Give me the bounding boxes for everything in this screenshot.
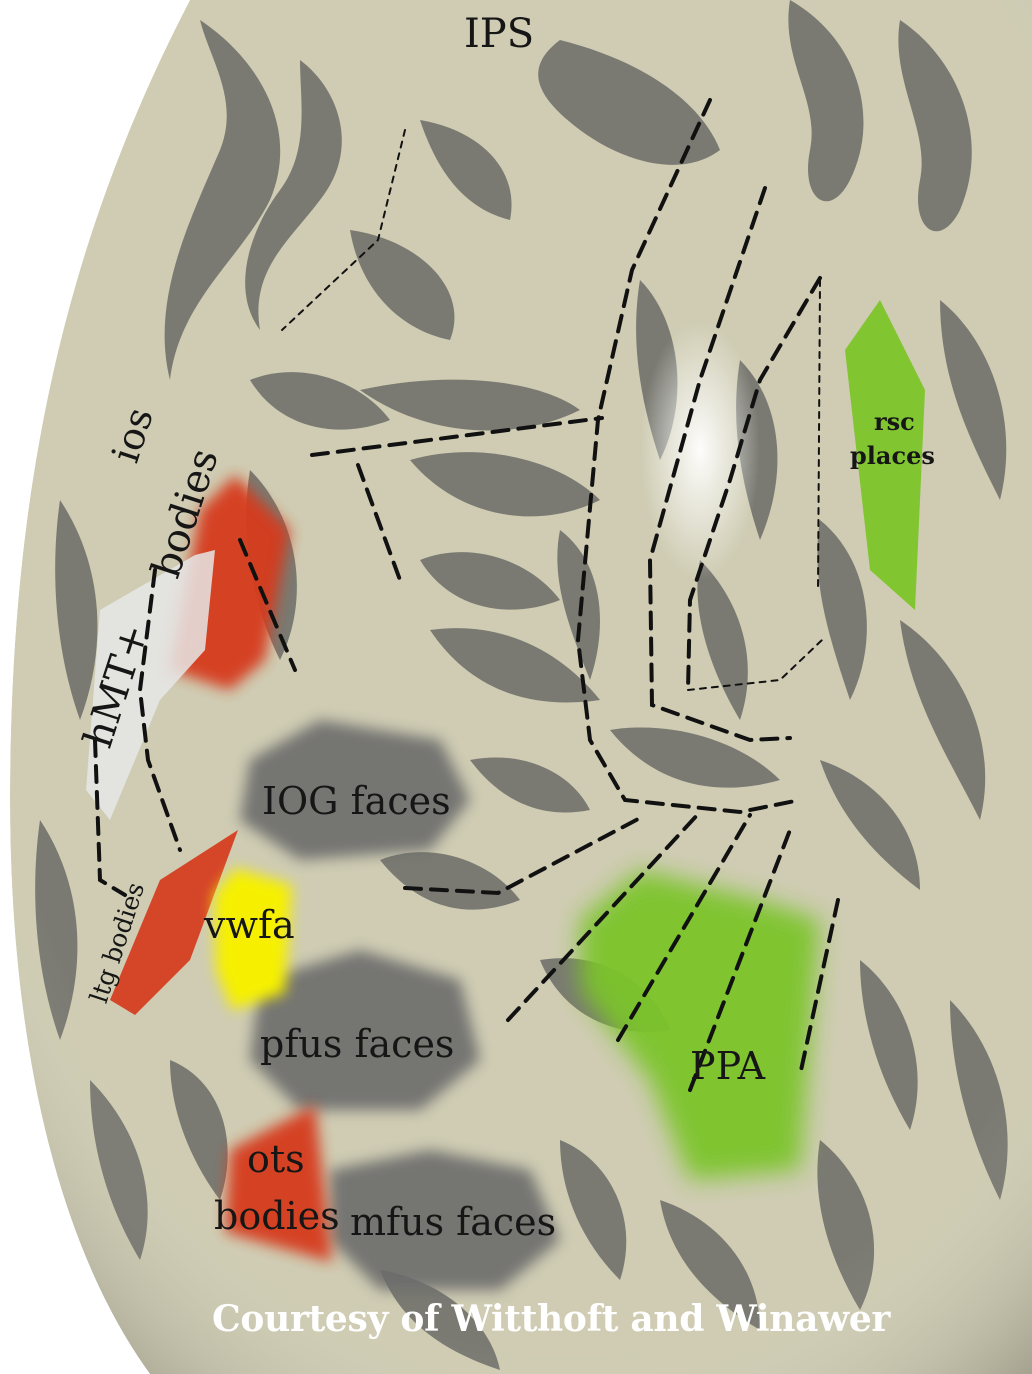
ppa-label: PPA xyxy=(690,1047,765,1085)
ots-label: ots xyxy=(247,1140,305,1178)
vwfa-label: vwfa xyxy=(204,906,295,944)
ots-bodies-label: bodies xyxy=(214,1197,340,1235)
image-credit: Courtesy of Witthoft and Winawer xyxy=(212,1298,890,1340)
iog-faces-label: IOG faces xyxy=(262,782,451,820)
pfus-faces-label: pfus faces xyxy=(260,1025,454,1063)
rsc-label: rsc xyxy=(874,410,915,434)
ips-label: IPS xyxy=(464,14,534,54)
places-label: places xyxy=(850,444,935,468)
mfus-faces-label: mfus faces xyxy=(350,1203,556,1241)
